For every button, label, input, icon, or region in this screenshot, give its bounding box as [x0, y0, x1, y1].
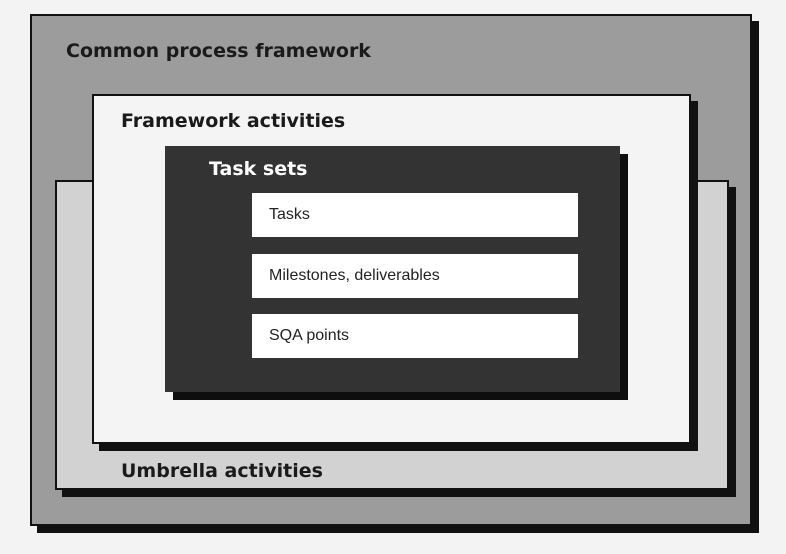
milestones-deliverables-item: Milestones, deliverables — [252, 254, 578, 298]
tasks-item: Tasks — [252, 193, 578, 237]
framework-activities-label: Framework activities — [121, 110, 346, 132]
task-sets-label: Task sets — [209, 158, 308, 180]
common-process-framework-label: Common process framework — [66, 40, 371, 62]
umbrella-activities-label: Umbrella activities — [121, 460, 323, 482]
sqa-points-item: SQA points — [252, 314, 578, 358]
